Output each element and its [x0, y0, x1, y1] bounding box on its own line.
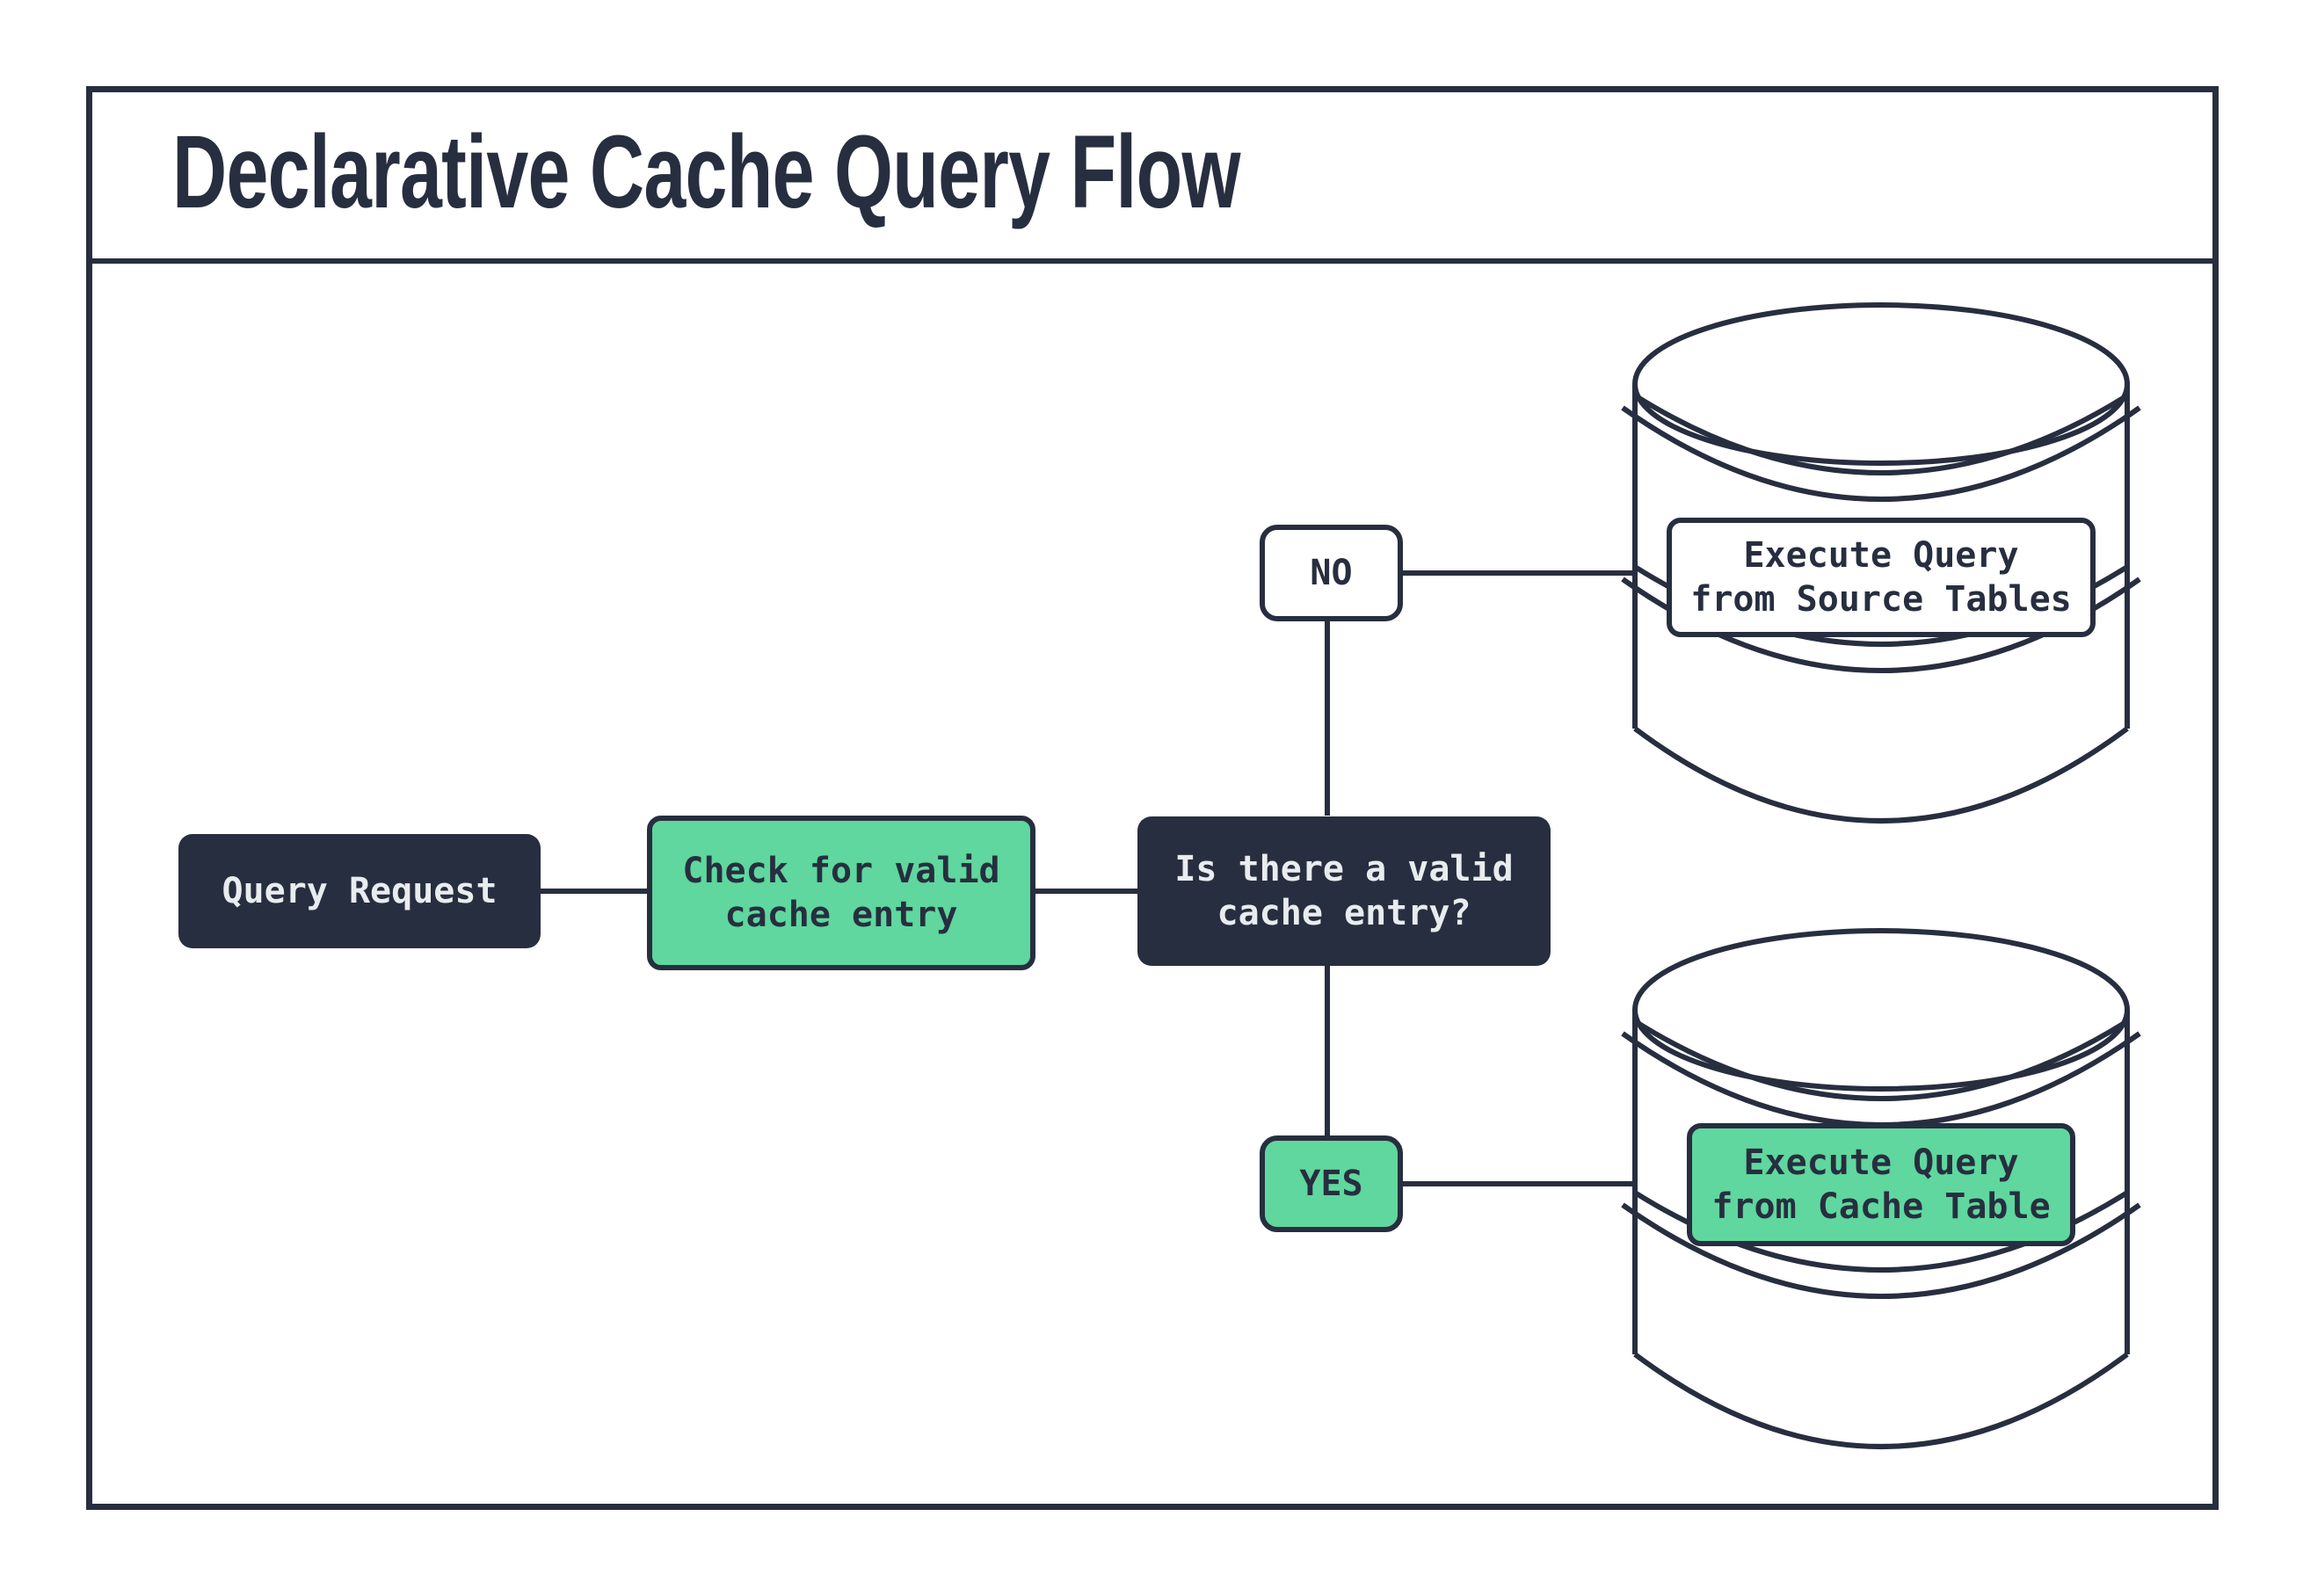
- branch-label-no: NO: [1260, 525, 1403, 621]
- page-title: Declarative Cache Query Flow: [172, 114, 1240, 230]
- diagram-frame: [86, 86, 2219, 1510]
- diagram-header: Declarative Cache Query Flow: [86, 86, 2219, 264]
- node-execute-source: Execute Query from Source Tables: [1667, 518, 2096, 637]
- node-decision-valid-cache: Is there a valid cache entry?: [1137, 816, 1551, 966]
- node-check-cache: Check for valid cache entry: [647, 816, 1035, 970]
- branch-label-yes: YES: [1260, 1135, 1403, 1232]
- node-query-request: Query Request: [178, 834, 541, 948]
- connectors: [541, 570, 1637, 1186]
- node-execute-cache: Execute Query from Cache Table: [1687, 1123, 2075, 1246]
